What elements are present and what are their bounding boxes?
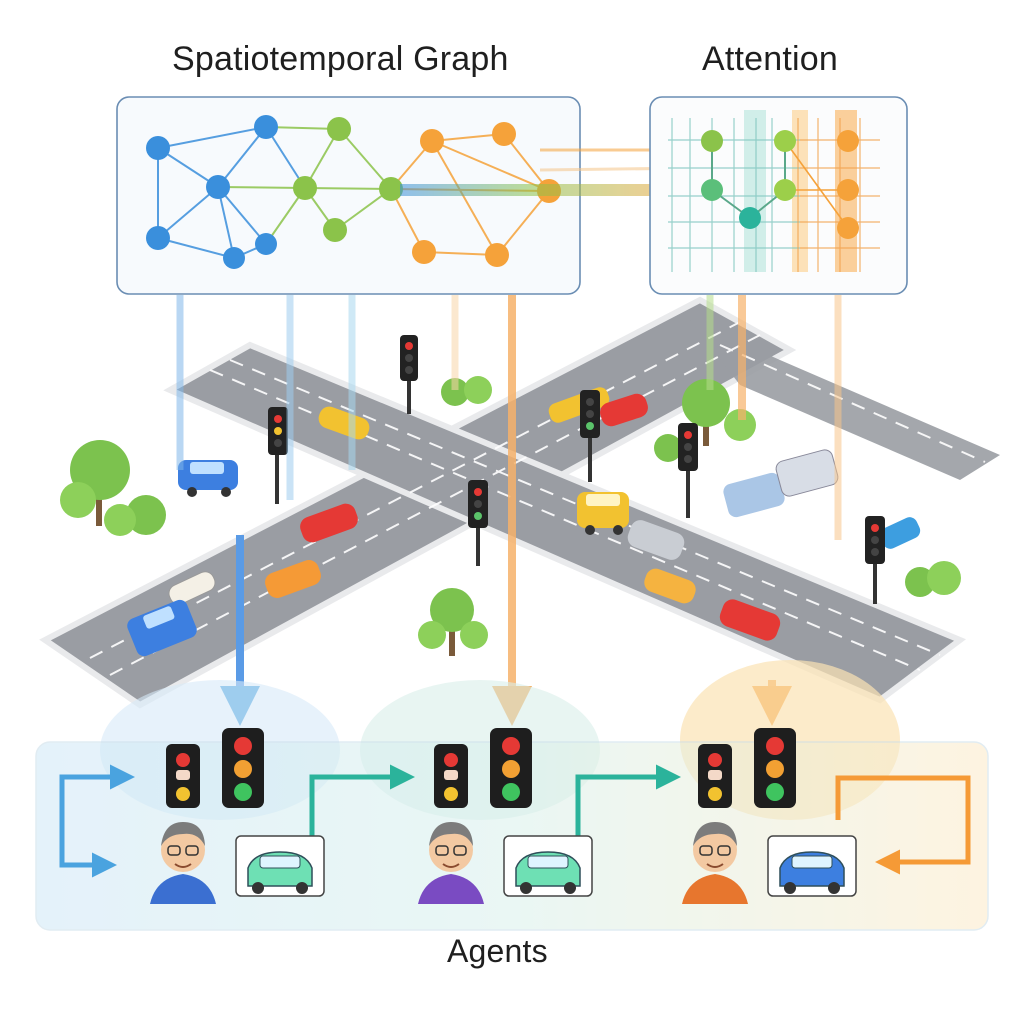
car-icon <box>723 472 785 518</box>
car-icon <box>577 492 629 535</box>
traffic-light-icon <box>754 728 796 808</box>
traffic-light-icon <box>678 423 698 518</box>
traffic-light-icon <box>434 744 468 808</box>
car-icon <box>168 571 216 605</box>
car-icon <box>719 599 781 641</box>
graph-node <box>255 233 277 255</box>
traffic-light-icon <box>468 480 488 566</box>
tree-icon <box>441 376 492 406</box>
vehicle-card-icon <box>503 835 593 897</box>
attention-panel <box>649 96 908 295</box>
graph-node <box>223 247 245 269</box>
graph-title: Spatiotemporal Graph <box>172 40 509 78</box>
agent-3 <box>682 728 857 904</box>
attention-node <box>701 130 723 152</box>
graph-node <box>323 218 347 242</box>
tree-icon <box>60 440 166 536</box>
person-avatar-icon <box>150 822 216 904</box>
graph-node <box>293 176 317 200</box>
traffic-light-icon <box>580 390 600 482</box>
agents-title: Agents <box>447 933 548 969</box>
attention-node <box>837 130 859 152</box>
car-icon <box>644 568 696 604</box>
graph-node <box>379 177 403 201</box>
attention-node <box>774 179 796 201</box>
panel-to-agent-connectors <box>176 295 842 540</box>
car-icon <box>775 449 839 497</box>
graph-node <box>206 175 230 199</box>
vehicle-card-icon <box>235 835 325 897</box>
attention-node <box>837 179 859 201</box>
attention-title: Attention <box>702 40 839 78</box>
attention-node <box>774 130 796 152</box>
graph-node <box>420 129 444 153</box>
graph-node <box>485 243 509 267</box>
agents-panel <box>35 660 989 931</box>
tree-icon <box>654 379 756 462</box>
graph-node <box>327 117 351 141</box>
attention-node <box>701 179 723 201</box>
traffic-light-icon <box>222 728 264 808</box>
road-intersection <box>39 296 1000 709</box>
car-icon <box>318 406 370 440</box>
traffic-light-icon <box>268 407 288 504</box>
person-avatar-icon <box>418 822 484 904</box>
car-icon <box>127 599 197 657</box>
traffic-light-icon <box>490 728 532 808</box>
car-icon <box>178 460 238 497</box>
car-icon <box>627 520 685 560</box>
graph-node <box>492 122 516 146</box>
tree-icon <box>418 588 488 656</box>
traffic-light-icon <box>865 516 885 604</box>
person-avatar-icon <box>682 822 748 904</box>
graph-node <box>412 240 436 264</box>
graph-node <box>146 226 170 250</box>
car-icon <box>879 517 921 549</box>
car-icon <box>300 503 358 543</box>
agent-1 <box>150 728 325 904</box>
tree-icon <box>905 561 961 597</box>
vehicle-card-icon <box>767 835 857 897</box>
attention-node <box>739 207 761 229</box>
attention-node <box>837 217 859 239</box>
graph-node <box>254 115 278 139</box>
car-icon <box>265 560 321 598</box>
graph-nodes <box>146 115 561 269</box>
traffic-light-icon <box>400 335 418 414</box>
traffic-light-icon <box>166 744 200 808</box>
car-icon <box>600 393 648 427</box>
agent-2 <box>418 728 593 904</box>
traffic-light-icon <box>698 744 732 808</box>
graph-node <box>146 136 170 160</box>
